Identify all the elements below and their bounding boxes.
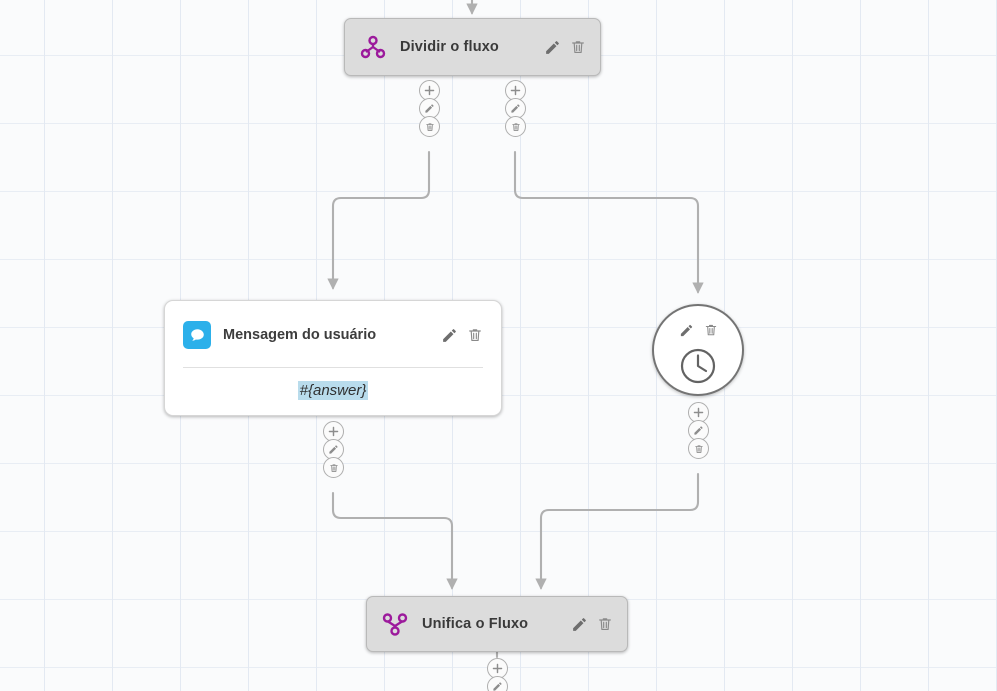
connector-buttons-message[interactable] (323, 421, 344, 478)
node-unifica-o-fluxo[interactable]: Unifica o Fluxo (366, 596, 628, 652)
delete-icon[interactable] (704, 323, 718, 343)
node-header: Mensagem do usuário (165, 301, 501, 355)
delete-icon[interactable] (597, 616, 613, 632)
edge-split-left-to-message (327, 150, 431, 290)
delete-icon[interactable] (688, 438, 709, 459)
node-header: Dividir o fluxo (345, 19, 600, 75)
node-dividir-o-fluxo[interactable]: Dividir o fluxo (344, 18, 601, 76)
add-icon[interactable] (505, 80, 526, 101)
answer-token: #{answer} (297, 381, 369, 400)
add-icon[interactable] (323, 421, 344, 442)
connector-buttons-split-right[interactable] (505, 80, 526, 137)
node-actions (544, 39, 586, 56)
node-actions (654, 323, 742, 343)
edit-icon[interactable] (441, 327, 458, 344)
node-actions (571, 616, 613, 633)
delete-icon[interactable] (570, 39, 586, 55)
edit-icon[interactable] (679, 323, 694, 343)
add-icon[interactable] (419, 80, 440, 101)
add-icon[interactable] (688, 402, 709, 423)
connector-buttons-timer[interactable] (688, 402, 709, 459)
edit-icon[interactable] (487, 676, 508, 691)
node-mensagem-do-usuario[interactable]: Mensagem do usuário #{answer} (164, 300, 502, 416)
connector-buttons-merge[interactable] (487, 658, 508, 691)
edit-icon[interactable] (544, 39, 561, 56)
connector-buttons-split-left[interactable] (419, 80, 440, 137)
edge-split-right-to-timer (513, 150, 704, 294)
edge-timer-to-merge (535, 472, 700, 590)
node-header: Unifica o Fluxo (367, 597, 627, 651)
node-title: Unifica o Fluxo (422, 616, 529, 632)
delete-icon[interactable] (323, 457, 344, 478)
merge-flow-icon (381, 610, 409, 638)
edit-icon[interactable] (571, 616, 588, 633)
edit-icon[interactable] (419, 98, 440, 119)
node-title: Mensagem do usuário (223, 327, 377, 343)
node-actions (441, 327, 483, 344)
delete-icon[interactable] (419, 116, 440, 137)
divider (183, 367, 483, 368)
node-timer[interactable] (652, 304, 744, 396)
delete-icon[interactable] (505, 116, 526, 137)
chat-bubble-icon (183, 321, 211, 349)
delete-icon[interactable] (467, 327, 483, 343)
node-title: Dividir o fluxo (400, 39, 499, 55)
edge-message-to-merge (331, 491, 458, 590)
split-flow-icon (359, 33, 387, 61)
clock-icon (654, 346, 742, 386)
node-body: #{answer} (165, 368, 501, 400)
